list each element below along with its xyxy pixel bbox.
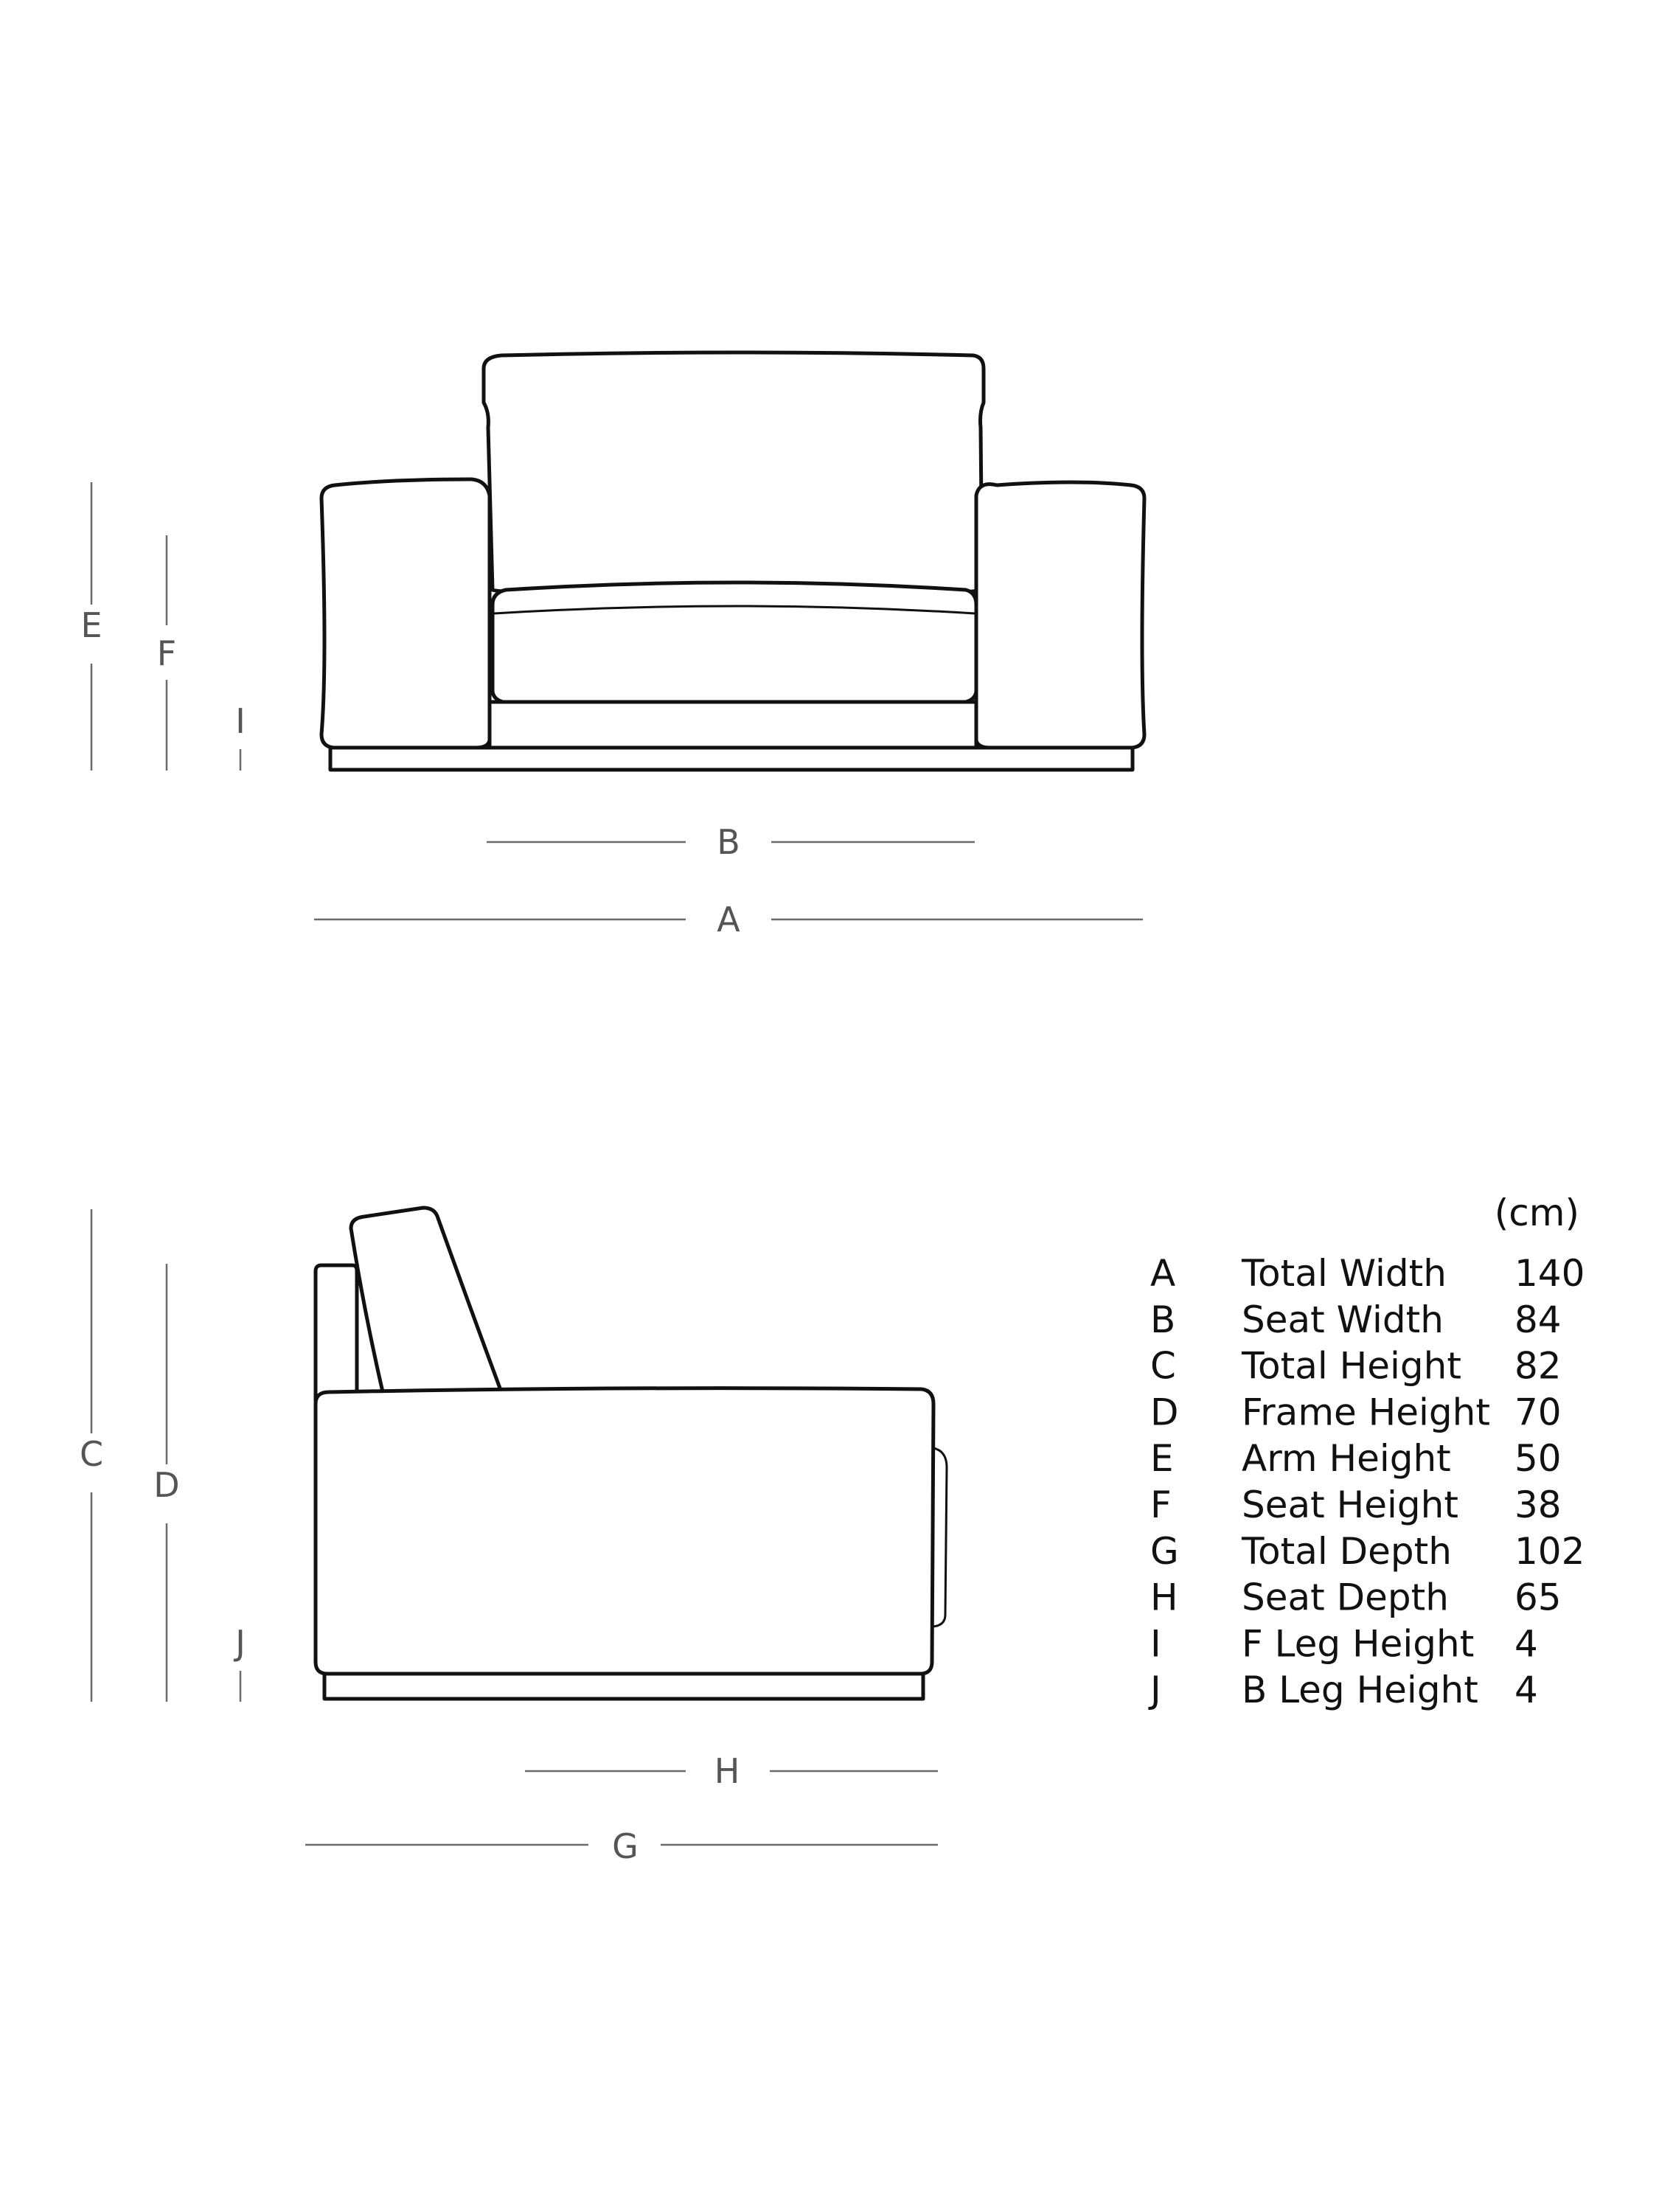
- side-plinth: [322, 1672, 925, 1701]
- front-left-arm: [319, 477, 492, 750]
- dim-label-C: C: [80, 1434, 103, 1474]
- table-row-name: Seat Width: [1242, 1298, 1444, 1341]
- front-right-arm: [974, 480, 1147, 750]
- side-main-body: [313, 1386, 936, 1676]
- front-base-rail: [487, 700, 978, 750]
- table-row-letter: F: [1150, 1484, 1172, 1526]
- table-row-name: Total Depth: [1241, 1530, 1452, 1573]
- table-unit-label: (cm): [1495, 1192, 1579, 1234]
- table-row-letter: C: [1150, 1345, 1176, 1388]
- table-row-letter: D: [1150, 1391, 1179, 1433]
- dim-label-I: I: [235, 701, 246, 741]
- table-row: G Total Depth 102: [1150, 1530, 1585, 1573]
- side-horizontal-dimensions: [305, 1770, 938, 1846]
- table-row-letter: J: [1148, 1669, 1161, 1711]
- table-row: H Seat Depth 65: [1150, 1576, 1562, 1619]
- table-row-name: Arm Height: [1242, 1437, 1451, 1480]
- side-back-cushion: [349, 1206, 504, 1397]
- table-row: C Total Height 82: [1150, 1345, 1562, 1388]
- table-row-name: Seat Depth: [1242, 1576, 1449, 1619]
- table-row-letter: B: [1150, 1298, 1175, 1341]
- table-row: B Seat Width 84: [1150, 1298, 1562, 1341]
- side-front-edge: [933, 1447, 948, 1628]
- front-seat-seam: [493, 605, 975, 615]
- table-row: E Arm Height 50: [1150, 1437, 1562, 1480]
- table-row: I F Leg Height 4: [1150, 1622, 1538, 1665]
- dim-label-D: D: [153, 1465, 179, 1505]
- dim-label-J: J: [233, 1623, 246, 1663]
- table-row-value: 84: [1514, 1298, 1562, 1341]
- dim-label-E: E: [80, 605, 102, 645]
- dim-label-F: F: [157, 633, 176, 673]
- front-view-drawing: [319, 350, 1147, 772]
- table-row-value: 102: [1514, 1530, 1585, 1573]
- table-row: A Total Width 140: [1150, 1252, 1585, 1295]
- table-row-value: 38: [1514, 1484, 1562, 1526]
- dim-label-B: B: [717, 822, 740, 862]
- table-row-value: 82: [1514, 1345, 1562, 1388]
- table-row-letter: G: [1150, 1530, 1179, 1573]
- side-vertical-dimensions: [90, 1209, 242, 1702]
- front-plinth: [328, 745, 1135, 772]
- table-row-name: B Leg Height: [1242, 1669, 1478, 1711]
- table-row: D Frame Height 70: [1150, 1391, 1562, 1433]
- side-back-frame: [313, 1263, 359, 1403]
- dim-label-G: G: [612, 1826, 639, 1866]
- dim-label-H: H: [714, 1751, 740, 1791]
- front-seat-cushion: [490, 580, 978, 707]
- table-row-letter: H: [1150, 1576, 1178, 1619]
- table-row-name: F Leg Height: [1242, 1622, 1474, 1665]
- table-row-name: Total Height: [1241, 1345, 1461, 1388]
- front-back-cushion: [481, 350, 986, 597]
- front-horizontal-dimensions: [314, 841, 1143, 921]
- table-row-value: 4: [1514, 1622, 1538, 1665]
- table-row-value: 65: [1514, 1576, 1562, 1619]
- table-row-letter: I: [1150, 1622, 1161, 1665]
- dim-label-A: A: [717, 900, 740, 939]
- table-row-value: 4: [1514, 1669, 1538, 1711]
- table-row-name: Seat Height: [1242, 1484, 1458, 1526]
- table-row-letter: E: [1150, 1437, 1174, 1480]
- table-row-letter: A: [1150, 1252, 1175, 1295]
- table-row-value: 70: [1514, 1391, 1562, 1433]
- table-row-name: Total Width: [1241, 1252, 1447, 1295]
- table-row-value: 50: [1514, 1437, 1562, 1480]
- table-row-name: Frame Height: [1242, 1391, 1490, 1433]
- table-row: J B Leg Height 4: [1148, 1669, 1538, 1711]
- table-row: F Seat Height 38: [1150, 1484, 1562, 1526]
- front-vertical-dimensions: [90, 482, 242, 771]
- table-row-value: 140: [1514, 1252, 1585, 1295]
- side-view-drawing: [313, 1206, 948, 1701]
